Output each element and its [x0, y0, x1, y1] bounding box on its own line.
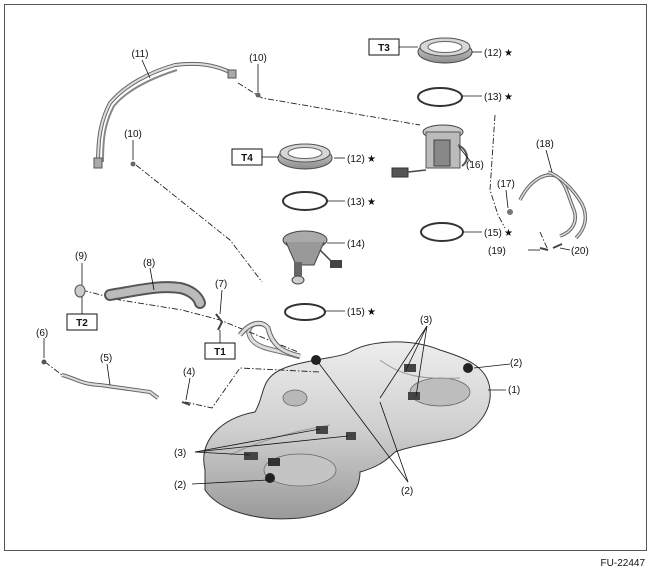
star-15a: ★: [367, 307, 376, 318]
ring-nut-upper: [417, 37, 473, 64]
star-15b: ★: [504, 228, 513, 239]
fuel-pipe-assembly: [93, 61, 261, 169]
callout-13b: (13): [347, 197, 365, 208]
jet-pump-hose: [507, 170, 588, 251]
callout-18: (18): [536, 139, 554, 150]
callout-15a: (15): [347, 307, 365, 318]
callout-8: (8): [143, 258, 155, 269]
callout-11: (11): [131, 49, 148, 60]
fuel-tank: [203, 321, 491, 520]
callout-2b: (2): [401, 486, 413, 497]
callout-4: (4): [183, 367, 195, 378]
callout-12b: (12): [347, 154, 365, 165]
callout-12a: (12): [484, 48, 502, 59]
filler-hose: [74, 281, 206, 309]
callout-15b: (15): [484, 228, 502, 239]
t4-label: T4: [241, 153, 253, 164]
figure-code: FU-22447: [600, 558, 645, 569]
callout-19: (19): [488, 246, 506, 257]
callout-1: (1): [508, 385, 520, 396]
torque-boxes: T3 T4 T2 T1: [66, 38, 418, 360]
callout-2c: (2): [174, 480, 186, 491]
callout-13a: (13): [484, 92, 502, 103]
packing-upper: [417, 87, 463, 107]
star-12b: ★: [367, 154, 376, 165]
fuel-pump-assembly: [391, 124, 468, 178]
gasket-sub-meter: [284, 303, 326, 321]
callout-7: (7): [215, 279, 227, 290]
callout-5: (5): [100, 353, 112, 364]
ring-nut-lower: [277, 143, 333, 170]
t2-label: T2: [76, 318, 88, 329]
leader-lines: [43, 51, 571, 485]
callout-10a: (10): [249, 53, 267, 64]
star-13b: ★: [367, 197, 376, 208]
callouts: (11) (10) (10) (12) ★ (13) ★ (12) ★ (13)…: [36, 48, 589, 497]
callout-6: (6): [36, 328, 48, 339]
breather-pipe: [41, 359, 191, 406]
callout-2a: (2): [510, 358, 522, 369]
star-12a: ★: [504, 48, 513, 59]
callout-3b: (3): [174, 448, 186, 459]
packing-lower: [282, 191, 328, 211]
callout-16: (16): [466, 160, 484, 171]
gasket-pump: [420, 222, 464, 242]
t3-label: T3: [378, 43, 390, 54]
callout-17: (17): [497, 179, 515, 190]
callout-3a: (3): [420, 315, 432, 326]
callout-9: (9): [75, 251, 87, 262]
callout-20: (20): [571, 246, 589, 257]
t1-label: T1: [214, 347, 226, 358]
fuel-sub-meter: [282, 230, 342, 285]
filler-neck-pipe: [215, 313, 301, 359]
callout-10b: (10): [124, 129, 142, 140]
star-13a: ★: [504, 92, 513, 103]
callout-14: (14): [347, 239, 365, 250]
